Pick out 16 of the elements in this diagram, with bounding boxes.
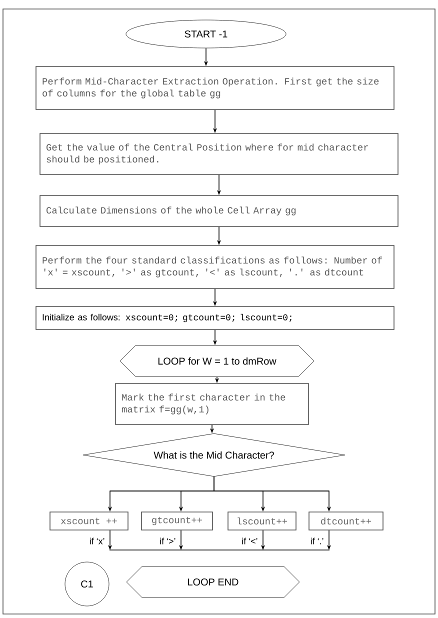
process-box: Perform the four standard classifications as follows: Number of 'x' = xscount, '>' as gtcount, '<' as lscount, '.' as dtcount: [36, 245, 394, 289]
process-box: Get the value of the Central Position where for mid character should be positioned.: [40, 133, 398, 175]
process-box: gtcount++: [141, 512, 213, 530]
condition-label: if ‘<’: [242, 538, 258, 544]
loop-hexagon: LOOP for W = 1 to dmRow: [120, 345, 314, 377]
process-box: Calculate Dimensions of the whole Cell Array gg: [40, 195, 398, 227]
condition-label: if ‘>’: [160, 538, 176, 544]
process-box: Perform Mid-Character Extraction Operation. First get the size of columns for the global table gg: [36, 66, 394, 110]
process-box: lscount++: [228, 512, 296, 530]
process-box: Mark the first character in the matrix f=gg(w,1): [115, 383, 309, 425]
condition-label: if ‘.’: [310, 538, 324, 544]
process-box: Initialize as follows: xscount=0; gtcount=0; lscount=0;: [36, 306, 394, 330]
condition-label: if ‘x’: [90, 538, 104, 544]
process-box: dtcount++: [308, 512, 384, 530]
loop-hexagon: LOOP END: [126, 566, 300, 598]
process-box: xscount ++: [50, 512, 128, 530]
